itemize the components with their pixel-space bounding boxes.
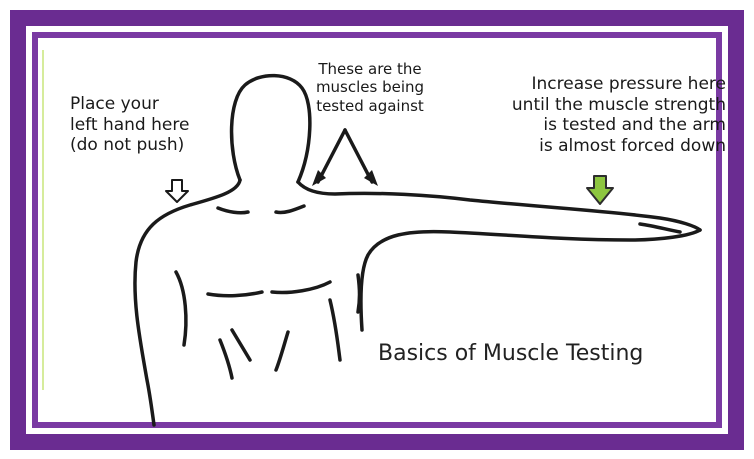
torso-right-side [330, 300, 340, 360]
right-armpit [358, 275, 360, 312]
chest-left [208, 292, 262, 296]
left-armpit [176, 272, 186, 345]
head-outline [232, 76, 310, 182]
collarbone-right [276, 206, 304, 213]
chest-right [272, 282, 330, 293]
arm-bottom-line [361, 230, 700, 330]
torso-left-lower [220, 340, 232, 378]
hollow-down-arrow-icon [166, 180, 188, 202]
abs-left [232, 330, 250, 360]
abs-right [276, 332, 288, 370]
muscles-tested-label: These are the muscles being tested again… [300, 60, 440, 115]
pressure-instruction: Increase pressure here until the muscle … [436, 74, 726, 157]
green-down-arrow-icon [587, 176, 613, 204]
collarbone-left [218, 208, 248, 213]
left-hand-instruction: Place your left hand here (do not push) [70, 94, 189, 156]
hand-line [640, 224, 680, 232]
diagram-title: Basics of Muscle Testing [378, 341, 643, 368]
left-shoulder-line [135, 180, 240, 425]
